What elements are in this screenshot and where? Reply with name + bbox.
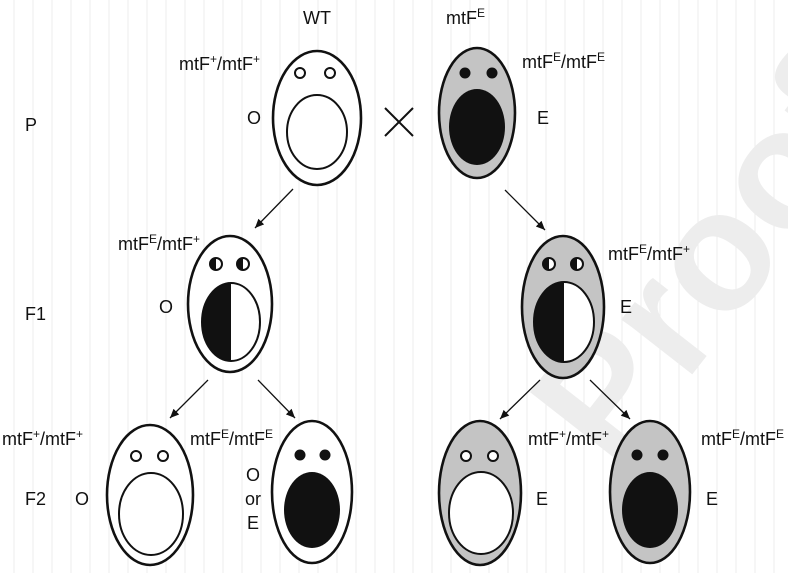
f2-a-phenotype: O — [75, 489, 89, 509]
f1-right: mtFE/mtF+ E — [520, 234, 690, 380]
mutant-phenotype: E — [537, 108, 549, 128]
f2-a: mtF+/mtF+ O — [2, 423, 195, 567]
f1-left-phenotype: O — [159, 297, 173, 317]
f1-left-eyespot-left-half — [210, 258, 216, 270]
mutant-title: mtFE — [446, 6, 485, 28]
f1-right-nucleus-dark-half — [534, 282, 564, 362]
f2-d-eyespot-right — [657, 449, 669, 461]
f2-d-nucleus — [622, 472, 678, 548]
wt-genotype: mtF+/mtF+ — [179, 52, 260, 74]
f2-c-nucleus — [448, 471, 514, 555]
parent-mutant: mtFE mtFE/mtFE E — [437, 6, 605, 180]
generation-label-f2: F2 — [25, 489, 46, 509]
arrow-mutant-to-f1 — [504, 189, 546, 231]
arrow-f1-right-to-f2c — [499, 379, 541, 420]
f1-right-eyespot-right-half — [571, 258, 577, 270]
mutant-eyespot-right — [486, 67, 498, 79]
f2-d: mtFE/mtFE E — [608, 419, 784, 565]
f2-d-phenotype: E — [706, 489, 718, 509]
f2-b-eyespot-left — [294, 449, 306, 461]
f2-c-genotype: mtF+/mtF+ — [528, 427, 609, 449]
f1-left-eyespot-right-half — [237, 258, 243, 270]
f1-right-phenotype: E — [620, 297, 632, 317]
f2-b-phenotype-line-2: or — [245, 489, 261, 509]
wt-title: WT — [303, 8, 331, 28]
f2-d-eyespot-left — [631, 449, 643, 461]
arrow-wt-to-f1 — [254, 188, 294, 229]
f2-a-genotype: mtF+/mtF+ — [2, 427, 83, 449]
mutant-eyespot-left — [459, 67, 471, 79]
f2-a-eyespot-right — [157, 450, 169, 462]
wt-eyespot-right — [324, 67, 336, 79]
f1-left-genotype: mtFE/mtF+ — [118, 232, 200, 254]
f2-b-nucleus — [284, 472, 340, 548]
f2-c: mtF+/mtF+ E — [437, 419, 609, 567]
f2-b-eyespot-right — [319, 449, 331, 461]
mutant-genotype: mtFE/mtFE — [522, 50, 605, 72]
cross-symbol — [384, 107, 414, 137]
f1-left-nucleus — [201, 282, 261, 362]
wt-eyespot-left — [294, 67, 306, 79]
wt-nucleus — [286, 94, 348, 170]
f1-right-genotype: mtFE/mtF+ — [608, 242, 690, 264]
f2-b-phenotype-line-3: E — [247, 513, 259, 533]
parent-wt: WT mtF+/mtF+ O — [179, 8, 363, 187]
arrow-f1-left-to-f2a — [169, 379, 209, 419]
f1-right-eyespot-left-half — [543, 258, 549, 270]
wt-phenotype: O — [247, 108, 261, 128]
f2-b-genotype: mtFE/mtFE — [190, 427, 273, 449]
mutant-nucleus — [449, 89, 505, 165]
f2-b: mtFE/mtFE O or E — [190, 419, 354, 565]
f2-d-genotype: mtFE/mtFE — [701, 427, 784, 449]
f2-c-eyespot-right — [487, 450, 499, 462]
arrow-f1-left-to-f2b — [257, 379, 296, 419]
f1-left: mtFE/mtF+ O — [118, 232, 274, 374]
f1-left-nucleus-dark-half — [202, 283, 231, 361]
generation-label-f1: F1 — [25, 304, 46, 324]
generation-label-p: P — [25, 115, 37, 135]
f2-c-eyespot-left — [460, 450, 472, 462]
f1-right-nucleus — [533, 281, 595, 363]
f2-b-phenotype-line-1: O — [246, 465, 260, 485]
arrow-f1-right-to-f2d — [589, 379, 631, 420]
f2-a-eyespot-left — [130, 450, 142, 462]
f2-a-nucleus — [118, 472, 184, 556]
f2-c-phenotype: E — [536, 489, 548, 509]
